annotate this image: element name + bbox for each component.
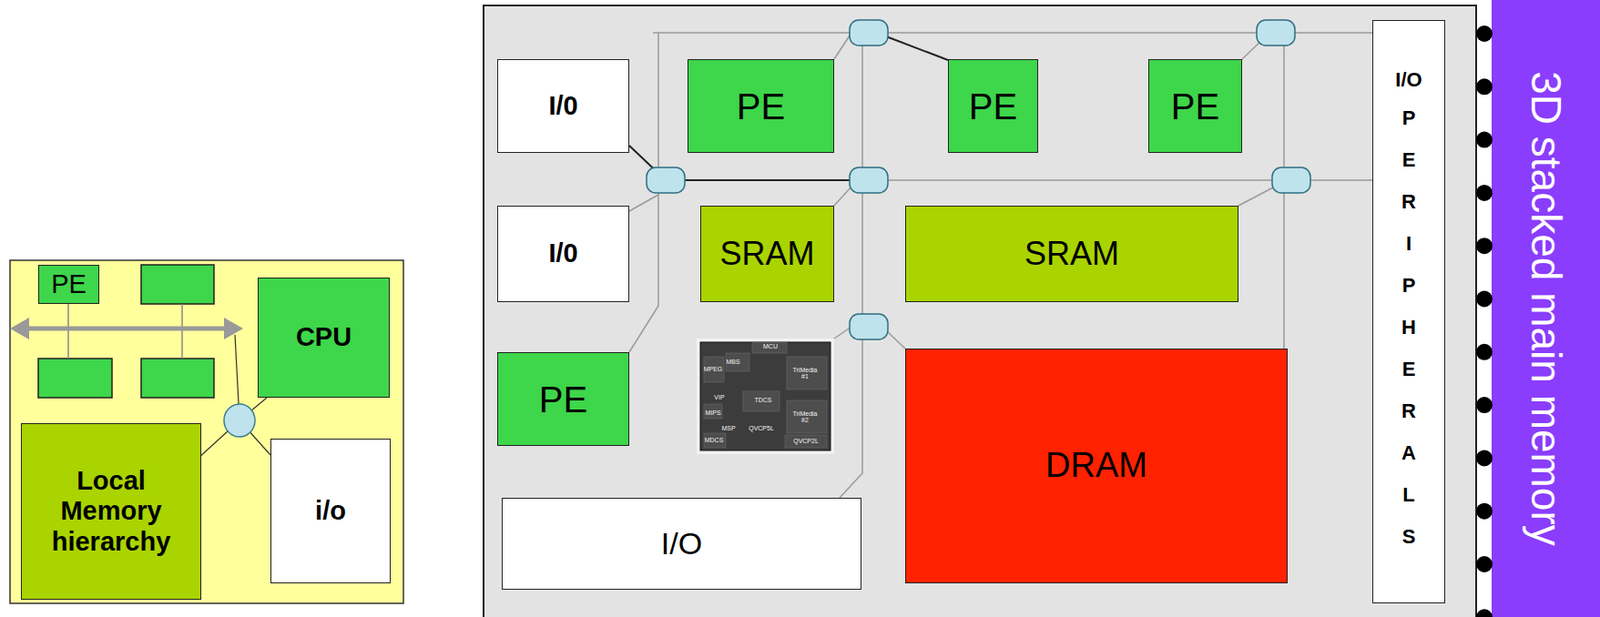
bus-line <box>181 304 184 359</box>
bump-dot <box>1476 237 1493 255</box>
bump-dot <box>1476 184 1493 202</box>
noc-wire <box>834 326 852 339</box>
die-block <box>786 400 827 434</box>
die-block-label: MIPS <box>699 409 727 417</box>
cpu-box: CPU <box>257 277 390 398</box>
vertical-label: I/O <box>1395 68 1422 92</box>
pe-box <box>141 264 215 305</box>
noc-link <box>886 36 948 61</box>
router <box>224 404 255 438</box>
io-box: i/o <box>270 438 391 584</box>
box-label: I/O <box>657 526 706 562</box>
subsystem-panel <box>10 260 404 604</box>
bump-dot <box>1476 78 1493 95</box>
noc-wire <box>1238 186 1275 206</box>
io-box: I/O <box>501 498 862 591</box>
box-label: PE <box>1167 85 1223 128</box>
box-label: PE <box>47 269 91 300</box>
router <box>1256 20 1295 46</box>
noc-wire <box>834 32 852 60</box>
box-label: I/0 <box>544 91 581 122</box>
bump-dot <box>1476 397 1493 414</box>
die-block <box>743 391 780 412</box>
router <box>646 167 685 194</box>
noc-wire <box>834 186 852 206</box>
router <box>1272 167 1311 194</box>
die-block-label: MBS <box>719 358 747 366</box>
die-block-label: TDCS <box>749 397 777 404</box>
box-label: CPU <box>292 322 356 353</box>
router <box>849 20 888 46</box>
die-block-label: QVCP5L <box>745 425 777 432</box>
stacked-memory-band: 3D stacked main memory <box>1491 0 1600 617</box>
noc-link <box>684 179 850 182</box>
vertical-label: PERIPHERALS <box>1400 97 1417 559</box>
noc-wire <box>652 179 1373 182</box>
box-label: PE <box>965 85 1021 128</box>
bump-dot <box>1476 291 1493 308</box>
sram-box: SRAM <box>700 205 835 303</box>
noc-wire <box>839 32 863 499</box>
pe-box: PE <box>947 59 1039 153</box>
router <box>849 314 888 340</box>
die-block-label: TriMedia #1 <box>790 366 820 381</box>
die-block-label: MCU <box>756 343 785 350</box>
bus-arrow <box>25 326 228 332</box>
die-block-label: VIP <box>705 394 734 401</box>
die-block-label: MDCS <box>700 437 728 444</box>
die-block <box>786 356 827 390</box>
bump-dot <box>1476 344 1493 361</box>
box-label: i/o <box>311 496 350 527</box>
box-label: 3D stacked main memory <box>1522 71 1570 547</box>
pe-box: PE <box>1148 59 1243 153</box>
noc-wire <box>887 332 906 349</box>
bump-dot <box>1476 609 1493 617</box>
box-label: DRAM <box>1041 446 1152 487</box>
dram-box: DRAM <box>905 348 1288 584</box>
pe-box: PE <box>38 264 100 305</box>
peripherals-bar: I/O PERIPHERALS <box>1372 20 1446 604</box>
bump-dot <box>1476 556 1493 573</box>
box-label: I/0 <box>544 238 581 269</box>
pe-box: PE <box>687 59 835 153</box>
bump-dot <box>1476 449 1493 467</box>
pe-box <box>38 358 113 398</box>
chip-panel <box>483 5 1477 617</box>
pe-box: PE <box>497 352 630 447</box>
box-label: PE <box>535 378 592 421</box>
box-label: PE <box>733 85 789 128</box>
io-box: I/0 <box>497 59 630 153</box>
bump-dot <box>1476 503 1493 520</box>
pe-box <box>141 358 215 398</box>
die-photo-frame <box>696 338 835 455</box>
arrow-head <box>224 317 244 340</box>
bus-line <box>67 304 70 359</box>
box-label: Local Memory hierarchy <box>21 466 201 558</box>
die-block-label: QVCP2L <box>790 438 822 445</box>
io-box: I/0 <box>497 205 630 303</box>
die-block-label: MPEG <box>699 366 727 373</box>
memory-box: Local Memory hierarchy <box>20 423 202 601</box>
die-block <box>784 435 827 449</box>
sram-box: SRAM <box>905 205 1239 303</box>
arrow-head <box>10 317 30 340</box>
router <box>849 167 888 194</box>
box-label: SRAM <box>715 234 818 273</box>
die-block-label: TriMedia #2 <box>790 410 820 425</box>
noc-wire <box>629 194 659 212</box>
die-block-label: MSP <box>715 425 742 432</box>
die-block <box>752 342 787 354</box>
bump-dot <box>1476 25 1493 42</box>
bump-dot <box>1476 132 1493 149</box>
die-photo <box>700 342 831 451</box>
box-label: SRAM <box>1020 234 1123 273</box>
